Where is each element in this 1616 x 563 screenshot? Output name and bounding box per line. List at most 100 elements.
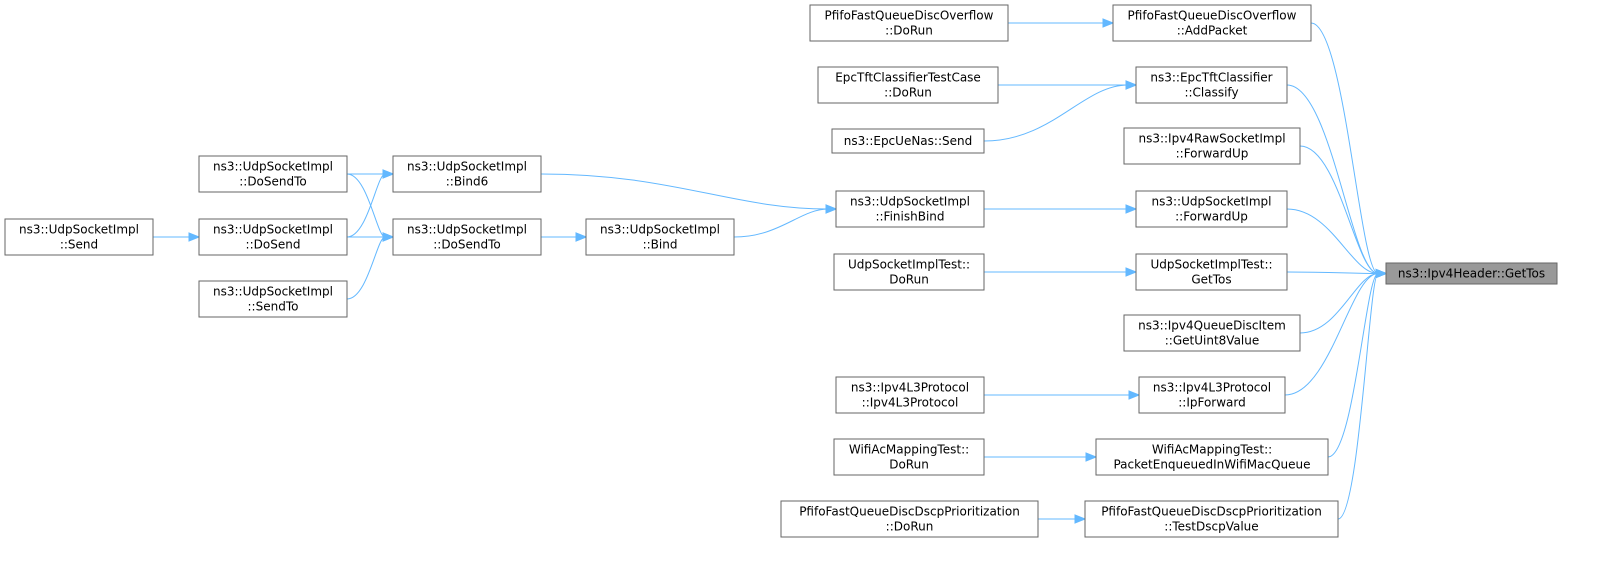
node-ipv4l3_ctor[interactable]: ns3::Ipv4L3Protocol::Ipv4L3Protocol <box>835 376 985 414</box>
node-udptest_dorun[interactable]: UdpSocketImplTest::DoRun <box>833 253 985 291</box>
node-label: ::Bind6 <box>446 175 489 189</box>
edge-udp_forwardup-to-gettos <box>1286 208 1388 279</box>
node-label: ::Bind <box>643 238 678 252</box>
node-ipv4l3_ipforward[interactable]: ns3::Ipv4L3Protocol::IpForward <box>1138 376 1286 414</box>
edge-udp_bind6-to-udp_finishbind <box>540 173 838 214</box>
node-label: PfifoFastQueueDiscDscpPrioritization <box>1101 505 1322 519</box>
node-udptest_gettos[interactable]: UdpSocketImplTest::GetTos <box>1135 253 1288 291</box>
node-udp_forwardup[interactable]: ns3::UdpSocketImpl::ForwardUp <box>1135 190 1288 228</box>
node-label: ::TestDscpValue <box>1164 520 1258 534</box>
node-box <box>809 4 1009 42</box>
node-box <box>1123 127 1301 165</box>
node-udp_finishbind[interactable]: ns3::UdpSocketImpl::FinishBind <box>835 190 985 228</box>
edge-wifiac_dorun-to-wifiac_enqueued <box>983 452 1098 462</box>
node-box <box>835 190 985 228</box>
node-label: ns3::UdpSocketImpl <box>213 285 333 299</box>
node-label: ::DoRun <box>886 520 934 534</box>
node-label: ns3::UdpSocketImpl <box>850 195 970 209</box>
edge-line <box>983 84 1129 142</box>
node-udp_dosendto_m[interactable]: ns3::UdpSocketImpl::DoSendTo <box>392 218 542 256</box>
node-box <box>1385 262 1558 285</box>
node-label: ns3::UdpSocketImpl <box>1152 195 1272 209</box>
node-udp_dosend[interactable]: ns3::UdpSocketImpl::DoSend <box>198 218 348 256</box>
node-box <box>1138 376 1286 414</box>
arrowhead-icon <box>1125 267 1138 277</box>
node-box <box>1135 253 1288 291</box>
edge-line <box>540 173 829 210</box>
node-label: ns3::EpcUeNas::Send <box>844 134 972 148</box>
node-box <box>198 155 348 193</box>
node-label: ns3::UdpSocketImpl <box>213 160 333 174</box>
node-wifiac_enqueued[interactable]: WifiAcMappingTest::PacketEnqueuedInWifiM… <box>1095 438 1329 476</box>
edge-udp_sendto-to-udp_dosendto_m <box>346 232 395 300</box>
node-box <box>1123 314 1301 352</box>
node-udp_dosendto_l[interactable]: ns3::UdpSocketImpl::DoSendTo <box>198 155 348 193</box>
node-label: UdpSocketImplTest:: <box>1150 258 1272 272</box>
node-pfifo_dscp_dorun[interactable]: PfifoFastQueueDiscDscpPrioritization::Do… <box>780 500 1039 538</box>
edge-line <box>346 236 386 300</box>
node-label: EpcTftClassifierTestCase <box>835 71 981 85</box>
arrowhead-icon <box>382 232 395 242</box>
node-label: ::FinishBind <box>875 210 944 224</box>
node-box <box>1135 66 1288 104</box>
node-box <box>585 218 735 256</box>
node-box <box>392 218 542 256</box>
node-box <box>4 218 154 256</box>
node-label: ns3::UdpSocketImpl <box>213 223 333 237</box>
arrowhead-icon <box>1128 390 1141 400</box>
node-ipv4raw_forwardup[interactable]: ns3::Ipv4RawSocketImpl::ForwardUp <box>1123 127 1301 165</box>
node-ipv4qdi_getuint8[interactable]: ns3::Ipv4QueueDiscItem::GetUint8Value <box>1123 314 1301 352</box>
edge-line <box>1337 273 1379 520</box>
node-box <box>198 280 348 318</box>
edge-udp_send-to-udp_dosend <box>153 232 201 242</box>
edge-epc_testcase_dorun-to-epc_classify <box>998 80 1138 90</box>
edge-ipv4raw_forwardup-to-gettos <box>1299 145 1388 279</box>
node-label: WifiAcMappingTest:: <box>1152 443 1272 457</box>
arrowhead-icon <box>1125 204 1138 214</box>
arrowhead-icon <box>825 204 838 214</box>
edges-layer <box>153 18 1388 524</box>
node-udp_sendto[interactable]: ns3::UdpSocketImpl::SendTo <box>198 280 348 318</box>
nodes-layer: ns3::Ipv4Header::GetTosPfifoFastQueueDis… <box>4 4 1558 538</box>
node-label: ns3::Ipv4L3Protocol <box>1153 381 1271 395</box>
node-epc_classify[interactable]: ns3::EpcTftClassifier::Classify <box>1135 66 1288 104</box>
node-box <box>1084 500 1339 538</box>
node-label: PacketEnqueuedInWifiMacQueue <box>1113 458 1310 472</box>
node-box <box>1095 438 1329 476</box>
node-epc_testcase_dorun[interactable]: EpcTftClassifierTestCase::DoRun <box>817 66 999 104</box>
node-box <box>1135 190 1288 228</box>
node-box <box>831 128 985 154</box>
node-label: PfifoFastQueueDiscOverflow <box>1128 9 1297 23</box>
edge-wifiac_enqueued-to-gettos <box>1327 268 1388 458</box>
node-pfifo_overflow_dorun[interactable]: PfifoFastQueueDiscOverflow::DoRun <box>809 4 1009 42</box>
node-wifiac_dorun[interactable]: WifiAcMappingTest::DoRun <box>833 438 985 476</box>
node-label: ::Classify <box>1184 86 1238 100</box>
node-label: ::Send <box>60 238 98 252</box>
arrowhead-icon <box>1074 514 1087 524</box>
node-label: ns3::Ipv4Header::GetTos <box>1398 267 1545 281</box>
node-label: ns3::Ipv4L3Protocol <box>851 381 969 395</box>
node-label: ns3::UdpSocketImpl <box>600 223 720 237</box>
edge-pfifo_dscp_dorun-to-pfifo_dscp_testdscp <box>1038 514 1087 524</box>
node-udp_send[interactable]: ns3::UdpSocketImpl::Send <box>4 218 154 256</box>
edge-pfifo_overflow_dorun-to-pfifo_overflow_addpacket <box>1008 18 1115 28</box>
arrowhead-icon <box>1375 268 1388 279</box>
node-label: ::SendTo <box>248 300 299 314</box>
node-box <box>1112 4 1312 42</box>
node-label: ns3::Ipv4RawSocketImpl <box>1138 132 1285 146</box>
node-udp_bind6[interactable]: ns3::UdpSocketImpl::Bind6 <box>392 155 542 193</box>
node-udp_bind[interactable]: ns3::UdpSocketImpl::Bind <box>585 218 735 256</box>
node-epcuenas_send[interactable]: ns3::EpcUeNas::Send <box>831 128 985 154</box>
node-box <box>392 155 542 193</box>
node-label: ns3::UdpSocketImpl <box>407 160 527 174</box>
node-label: ::DoRun <box>884 86 932 100</box>
node-box <box>198 218 348 256</box>
node-pfifo_overflow_addpacket[interactable]: PfifoFastQueueDiscOverflow::AddPacket <box>1112 4 1312 42</box>
edge-line <box>1299 273 1379 334</box>
node-gettos[interactable]: ns3::Ipv4Header::GetTos <box>1385 262 1558 285</box>
node-box <box>833 438 985 476</box>
node-label: ::DoSend <box>246 238 301 252</box>
edge-udp_finishbind-to-udp_forwardup <box>984 204 1138 214</box>
node-box <box>817 66 999 104</box>
node-pfifo_dscp_testdscp[interactable]: PfifoFastQueueDiscDscpPrioritization::Te… <box>1084 500 1339 538</box>
